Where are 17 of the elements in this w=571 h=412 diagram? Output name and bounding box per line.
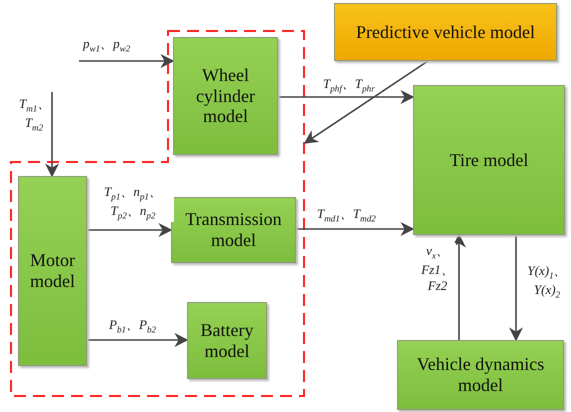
arrow	[45, 92, 59, 178]
arrow	[87, 223, 172, 237]
process-box: Battery model	[187, 302, 267, 379]
process-box: Predictive vehicle model	[334, 3, 557, 61]
process-box: Vehicle dynamics model	[397, 340, 564, 410]
arrow	[296, 222, 414, 236]
dashed-outline	[10, 30, 305, 397]
arrow	[87, 333, 188, 347]
arrow	[304, 60, 428, 144]
process-box: Transmission model	[171, 197, 296, 263]
arrow	[509, 235, 523, 342]
arrow	[452, 234, 466, 340]
process-box: Wheel cylinder model	[173, 37, 278, 155]
arrow	[278, 90, 414, 104]
process-box: Motor model	[18, 176, 87, 366]
arrow	[79, 54, 174, 68]
process-box: Tire model	[413, 85, 565, 235]
